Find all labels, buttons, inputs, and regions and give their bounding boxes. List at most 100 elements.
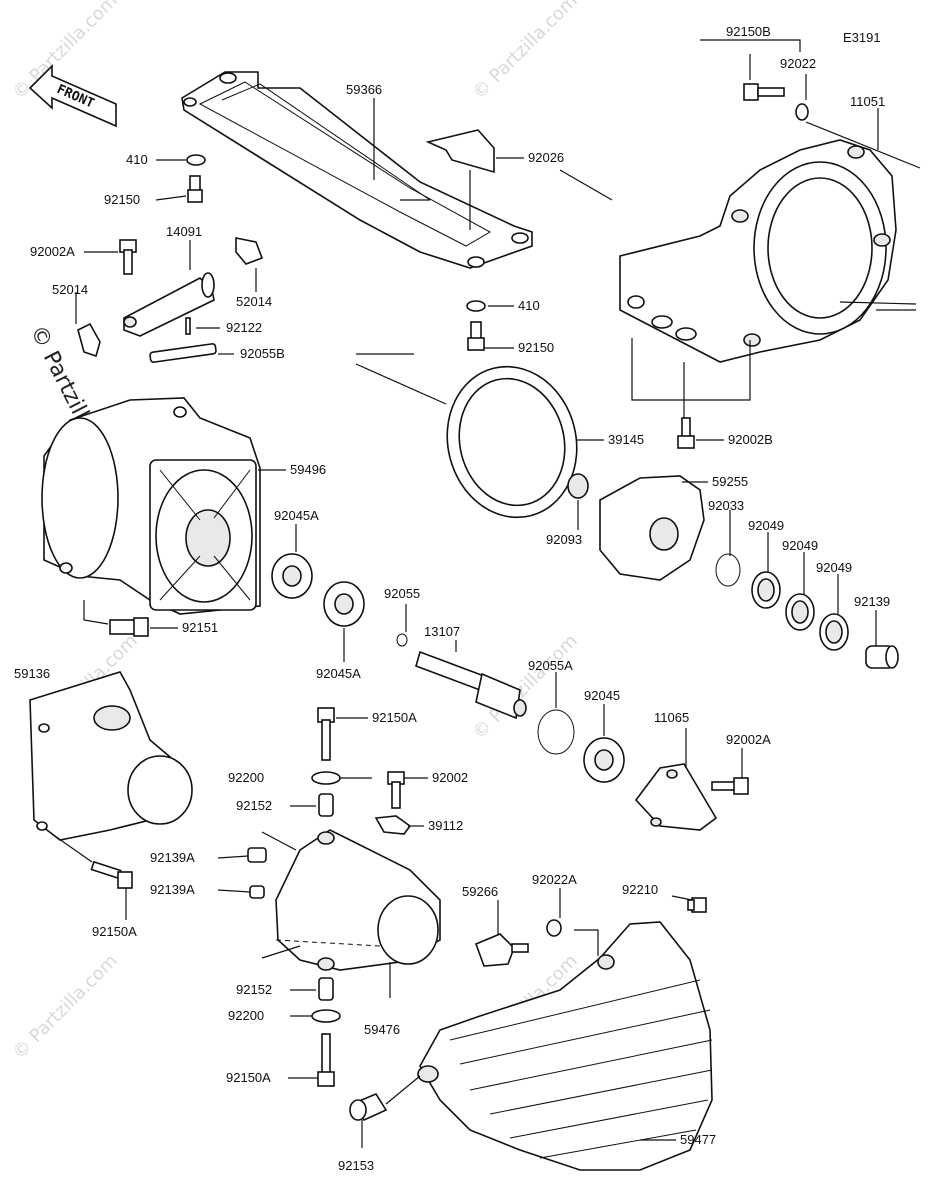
part-label: 92026 (528, 150, 564, 165)
seal-92049-b-inner (791, 600, 809, 624)
part-label: 59366 (346, 82, 382, 97)
part-label: 59476 (364, 1022, 400, 1037)
part-label: 92152 (236, 982, 272, 997)
nozzle-59136 (29, 671, 193, 841)
part-label: 92055 (384, 586, 420, 601)
bolt-92022A-washer (546, 919, 562, 937)
washer-92200-a (311, 771, 341, 785)
part-label: 92150B (726, 24, 771, 39)
bolt-92153 (349, 1093, 388, 1121)
bolt-92002A-mid (711, 777, 749, 795)
bolt-92150A-c (317, 1033, 335, 1087)
ride-plate-bracket (181, 71, 533, 269)
part-label: 13107 (424, 624, 460, 639)
steering-nozzle (275, 829, 441, 971)
part-label: 59477 (680, 1132, 716, 1147)
part-label: 92139A (150, 882, 195, 897)
part-label: 11051 (850, 94, 885, 109)
impeller (599, 475, 705, 581)
lever-39112 (374, 815, 412, 835)
reverse-bucket (417, 921, 713, 1171)
pin-92122 (185, 317, 191, 335)
part-label: 92200 (228, 1008, 264, 1023)
part-label: 39145 (608, 432, 644, 447)
collar-92152-a (318, 793, 334, 817)
part-label: 39112 (428, 818, 463, 833)
part-label: 59255 (712, 474, 748, 489)
fitting-59266 (474, 933, 529, 967)
part-label: 92049 (748, 518, 784, 533)
part-label: 92045A (316, 666, 361, 681)
part-label: 410 (126, 152, 148, 167)
bushing-92139A-a (247, 847, 267, 863)
part-label: 92002A (726, 732, 771, 747)
part-label: 92139A (150, 850, 195, 865)
part-labels: 92150B 92022 11051 59366 410 92026 92150… (14, 24, 890, 1173)
part-label: 92210 (622, 882, 658, 897)
part-label: 92055B (240, 346, 285, 361)
pump-housing (41, 397, 261, 615)
part-label: 92150A (92, 924, 137, 939)
bearing-92045A-b (323, 581, 365, 627)
watermark: © Partzilla.com (469, 0, 582, 104)
part-label: 92022 (780, 56, 816, 71)
part-label: 92002A (30, 244, 75, 259)
part-label: 11065 (654, 710, 689, 725)
part-label: 92093 (546, 532, 582, 547)
seal-92049-a-inner (757, 578, 775, 602)
part-label: 92033 (708, 498, 744, 513)
seal-92049-c-inner (825, 620, 843, 644)
bolt-92150A-a (317, 707, 335, 761)
part-label: 52014 (52, 282, 88, 297)
bolt-92002A-top (119, 239, 137, 275)
circlip-92033 (715, 553, 741, 587)
bolt-92150B (743, 83, 785, 101)
pump-case (619, 139, 897, 363)
part-label: 92150A (372, 710, 417, 725)
part-label: 92150 (104, 192, 140, 207)
part-label: 59496 (290, 462, 326, 477)
part-label: 14091 (166, 224, 202, 239)
part-label: 410 (518, 298, 540, 313)
washer-410-top (186, 154, 206, 166)
liner-ring (446, 365, 578, 519)
impeller-shaft (415, 650, 527, 720)
oring-92055B (149, 343, 217, 363)
diagram-code: E3191 (843, 30, 881, 45)
part-label: 92151 (182, 620, 218, 635)
collar-92139 (865, 645, 899, 669)
spacer-plate (425, 129, 495, 174)
bolt-92210 (687, 897, 707, 913)
part-label: 92139 (854, 594, 890, 609)
bearing-92045A-a (271, 553, 313, 599)
washer-410-mid (466, 300, 486, 312)
bushing-92139A-b (249, 885, 265, 899)
part-label: 52014 (236, 294, 272, 309)
part-label: 92049 (816, 560, 852, 575)
bolt-92151 (109, 617, 149, 637)
part-label: 92152 (236, 798, 272, 813)
joint-pipe (123, 272, 215, 337)
front-arrow: FRONT (28, 64, 117, 128)
oring-92055 (396, 633, 408, 647)
part-label: 59266 (462, 884, 498, 899)
part-label: 92150A (226, 1070, 271, 1085)
seal-92093 (567, 473, 589, 499)
part-label: 92045A (274, 508, 319, 523)
part-label: 92200 (228, 770, 264, 785)
part-label: 92055A (528, 658, 573, 673)
bolt-92150-top (187, 175, 203, 203)
part-label: 92153 (338, 1158, 374, 1173)
leader-lines (51, 39, 921, 1148)
fitting-52014-right (235, 237, 264, 265)
part-label: 92045 (584, 688, 620, 703)
collar-92152-b (318, 977, 334, 1001)
part-label: 92150 (518, 340, 554, 355)
part-label: 59136 (14, 666, 50, 681)
oring-92055A (537, 709, 575, 755)
part-label: 92002 (432, 770, 468, 785)
part-label: 92049 (782, 538, 818, 553)
bolt-92150A-nozzle (90, 860, 133, 889)
part-label: 92122 (226, 320, 262, 335)
